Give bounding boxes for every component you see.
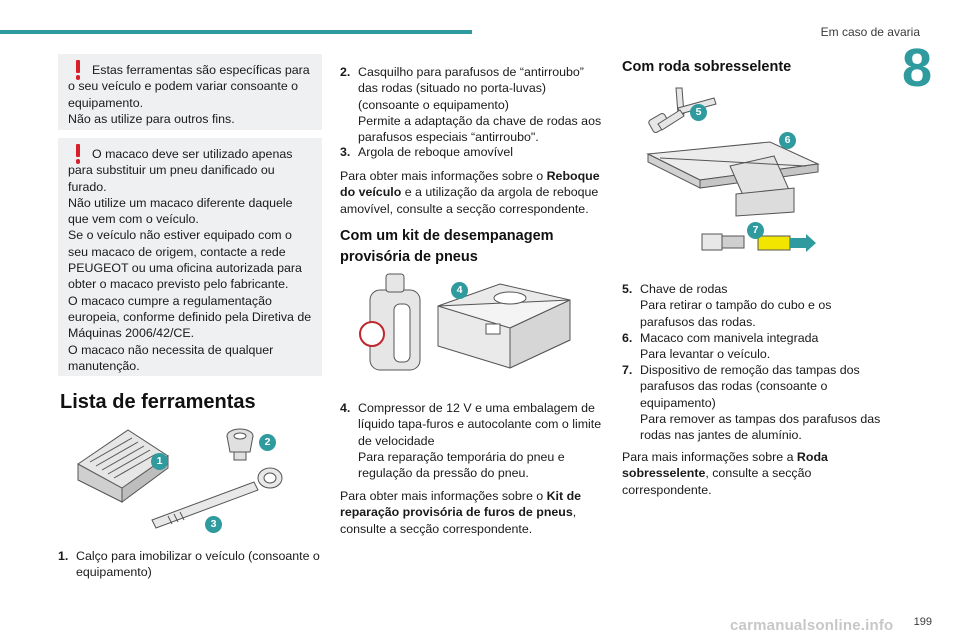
warning-icon [75,60,81,80]
callout-badge-3: 3 [205,516,222,533]
bolt-cap-remover-icon [701,233,816,252]
callout-badge-1: 1 [151,453,168,470]
repair-kit-illustration [359,273,571,371]
towing-info-paragraph: Para obter mais informações sobre o Rebo… [340,168,602,217]
spare-wheel-info-paragraph: Para mais informações sobre a Roda sobre… [622,449,862,498]
item-text: Compressor de 12 V e uma embalagem de lí… [358,401,602,481]
jack-icon [646,141,820,217]
callout-badge-2: 2 [259,434,276,451]
list-item-3: 3. Argola de reboque amovível [340,144,604,162]
warning-icon [75,144,81,164]
item-text: Dispositivo de remoção das tampas dos pa… [640,363,881,443]
warning-box-jack: O macaco deve ser utilizado apenas para … [58,138,322,376]
repair-kit-heading: Com um kit de desempanagem provisória de… [340,228,554,265]
item-text: Macaco com manivela integrada Para levan… [640,331,819,362]
item-number: 7. [622,363,633,377]
callout-badge-5: 5 [690,104,707,121]
para-text: Para mais informações sobre a [622,450,797,464]
section-title: Em caso de avaria [820,25,920,39]
spare-wheel-tools-illustration [646,87,820,252]
chapter-number: 8 [902,38,933,98]
list-item-5: 5. Chave de rodas Para retirar o tampão … [622,281,888,329]
para-text: Para obter mais informações sobre o [340,489,547,503]
repair-kit-link-text: Kit de reparação provisória de furos de … [340,489,582,520]
callout-badge-6: 6 [779,132,796,149]
para-text: e a utilização da argola de reboque amov… [340,185,599,216]
item-text: Chave de rodas Para retirar o tampão do … [640,282,832,329]
page-number: 199 [913,616,932,628]
item-number: 5. [622,282,633,296]
item-text: Casquilho para parafusos de “antirroubo”… [358,65,602,145]
list-item-1: 1. Calço para imobilizar o veículo (cons… [58,548,322,582]
sealant-bottle-icon [359,273,421,371]
item-number: 2. [340,65,351,79]
para-text: , consulte a secção correspondente. [340,505,577,536]
list-item-6: 6. Macaco com manivela integrada Para le… [622,330,888,364]
warning-text-jack: O macaco deve ser utilizado apenas para … [68,147,312,373]
warning-box-tools: Estas ferramentas são específicas para o… [58,54,322,130]
header-accent-bar [0,30,472,34]
antitheft-socket-icon [226,428,254,461]
spare-wheel-link-text: Roda sobresselente [622,450,828,481]
item-number: 1. [58,549,69,563]
spare-wheel-heading: Com roda sobresselente [622,59,792,75]
item-number: 6. [622,331,633,345]
list-item-4: 4. Compressor de 12 V e uma embalagem de… [340,400,604,482]
para-text: Para obter mais informações sobre o [340,169,547,183]
watermark: carmanualsonline.info [730,617,894,634]
item-text: Argola de reboque amovível [358,145,513,159]
list-item-2: 2. Casquilho para parafusos de “antirrou… [340,64,604,146]
tools-list-heading: Lista de ferramentas [60,391,256,413]
item-number: 4. [340,401,351,415]
item-text: Calço para imobilizar o veículo (consoan… [76,549,320,580]
towing-link-text: Reboque do veículo [340,169,600,200]
warning-text-tools: Estas ferramentas são específicas para o… [68,63,310,126]
callout-badge-7: 7 [747,222,764,239]
list-item-7: 7. Dispositivo de remoção das tampas dos… [622,362,888,444]
para-text: , consulte a secção correspondente. [622,466,812,497]
item-number: 3. [340,145,351,159]
compressor-icon [437,283,571,369]
repair-kit-info-paragraph: Para obter mais informações sobre o Kit … [340,488,602,537]
callout-badge-4: 4 [451,282,468,299]
tools-illustration [77,428,283,529]
tow-ring-icon [151,467,283,529]
